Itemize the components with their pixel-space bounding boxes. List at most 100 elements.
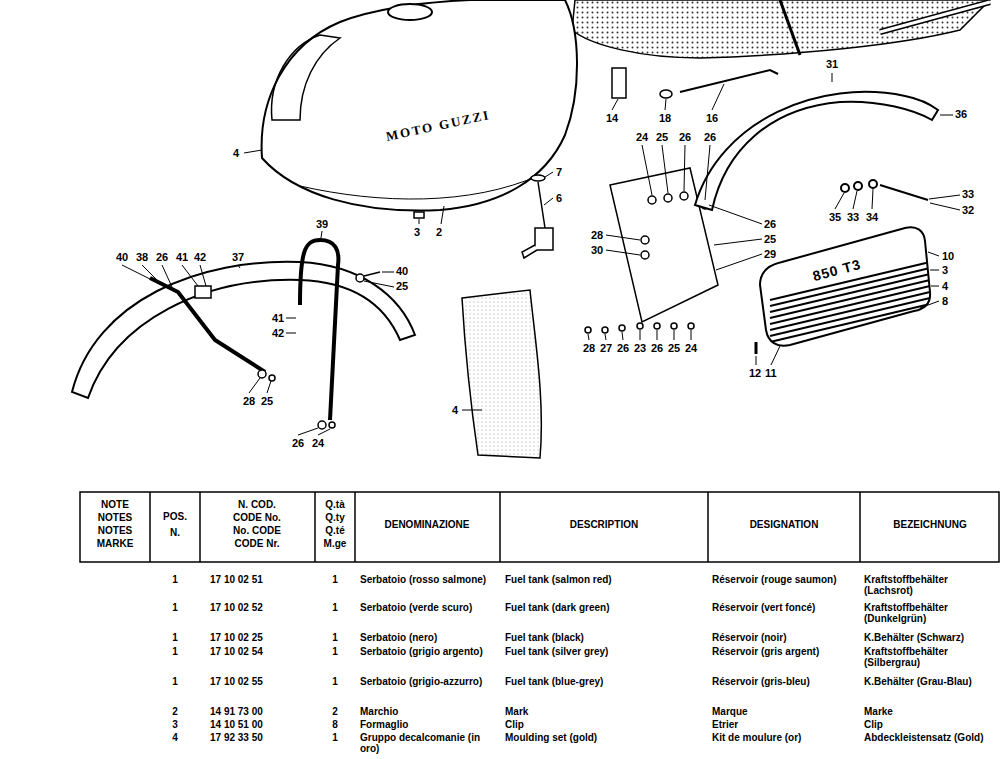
leader-line [714, 239, 762, 245]
leader-line [267, 381, 271, 393]
rod [680, 70, 778, 92]
plate-bracket [619, 325, 625, 331]
callout-number: 26 [679, 131, 691, 144]
english-name-cell: Fuel tank (dark green) [505, 602, 703, 613]
position-cell: 1 [172, 632, 178, 643]
side-panel [770, 280, 930, 318]
stay-hardware [329, 422, 335, 428]
german-name-cell: Clip [864, 719, 997, 730]
callout-number: 26 [617, 342, 629, 355]
stay-hardware [195, 286, 211, 298]
table-header: NOTES [98, 525, 132, 537]
italian-name-cell: Serbatoio (verde scuro) [360, 602, 500, 613]
callout-number: 7 [556, 166, 562, 179]
table-rule [80, 492, 999, 562]
leader-line [286, 333, 296, 334]
leader-line [286, 318, 296, 319]
italian-name-cell: Serbatoio (rosso salmone) [360, 574, 500, 585]
leader-line [940, 115, 953, 116]
leader-line [612, 99, 618, 110]
table-header: N. [170, 527, 180, 539]
table-header: DESIGNATION [750, 519, 819, 531]
seat [780, 0, 800, 55]
seat [572, 0, 990, 58]
leader-line [930, 203, 960, 210]
leader-line [364, 281, 394, 287]
callout-number: 3 [414, 226, 420, 239]
callout-number: 25 [396, 280, 408, 293]
callout-number: 24 [312, 437, 324, 450]
stay-hardware [269, 375, 275, 381]
table-rule [499, 492, 501, 562]
petcock [531, 175, 545, 181]
fender-stay [300, 240, 338, 420]
leader-line [705, 145, 710, 200]
position-cell: 1 [172, 646, 178, 657]
english-name-cell: Fuel tank (salmon red) [505, 574, 703, 585]
position-cell: 2 [172, 706, 178, 717]
table-rule [199, 492, 201, 562]
english-name-cell: Clip [505, 719, 703, 730]
side-panel [770, 298, 930, 336]
fuel-tank [388, 4, 432, 20]
callout-number: 2 [436, 226, 442, 239]
plate-bracket [602, 327, 608, 333]
callout-number: 4 [942, 280, 948, 293]
callout-number: 41 [176, 251, 188, 264]
grab-rail [880, 2, 990, 32]
leader-line [665, 99, 666, 110]
callout-number: 28 [243, 395, 255, 408]
leader-line [200, 265, 206, 286]
code-cell: 17 92 33 50 [210, 732, 263, 743]
callout-number: 35 [829, 211, 841, 224]
fender-stay [150, 240, 338, 420]
callout-number: 18 [659, 112, 671, 125]
italian-name-cell: Serbatoio (grigio argento) [360, 646, 500, 657]
callout-number: 26 [292, 437, 304, 450]
leader-line [622, 332, 623, 340]
decal-bag [462, 290, 541, 458]
callout-number: 34 [866, 211, 878, 224]
german-name-cell: Marke [864, 706, 997, 717]
callout-number: 11 [765, 367, 777, 380]
leader-line [674, 330, 675, 340]
leader-line [684, 145, 685, 191]
italian-name-cell: Gruppo decalcomanie (in oro) [360, 732, 500, 754]
leader-line [691, 330, 692, 340]
position-cell: 1 [172, 574, 178, 585]
german-name-cell: K.Behälter (Schwarz) [864, 632, 997, 643]
stay-hardware [258, 370, 266, 378]
code-cell: 17 10 02 52 [210, 602, 263, 613]
leader-line [716, 254, 762, 270]
leader-line [545, 172, 553, 177]
leader-line [606, 235, 640, 240]
table-header: Q.ty [325, 512, 344, 524]
fuel-tank [272, 35, 340, 120]
callout-number: 6 [556, 192, 562, 205]
table-header: CODE Nr. [234, 538, 279, 550]
decal-bag [462, 290, 541, 458]
petcock [522, 245, 537, 258]
french-name-cell: Etrier [712, 719, 857, 730]
grab-rail [880, 2, 990, 32]
petcock [522, 175, 553, 258]
leader-line [832, 73, 833, 82]
leader-line [588, 334, 589, 340]
rear-fender [695, 92, 938, 210]
stay-hardware [318, 421, 326, 429]
french-name-cell: Kit de moulure (or) [712, 732, 857, 743]
position-cell: 3 [172, 719, 178, 730]
callout-number: 24 [636, 131, 648, 144]
leader-line [298, 428, 318, 435]
fuel-tank [300, 175, 540, 199]
french-name-cell: Réservoir (gris argent) [712, 646, 857, 657]
fuel-tank [262, 0, 577, 211]
quantity-cell: 1 [332, 602, 338, 613]
german-name-cell: Abdeckleistensatz (Gold) [864, 732, 997, 743]
callout-number: 4 [233, 147, 239, 160]
code-cell: 14 91 73 00 [210, 706, 263, 717]
quantity-cell: 1 [332, 732, 338, 743]
plate-bracket [654, 323, 660, 329]
table-header: POS. [163, 511, 187, 523]
callout-number: 27 [600, 342, 612, 355]
